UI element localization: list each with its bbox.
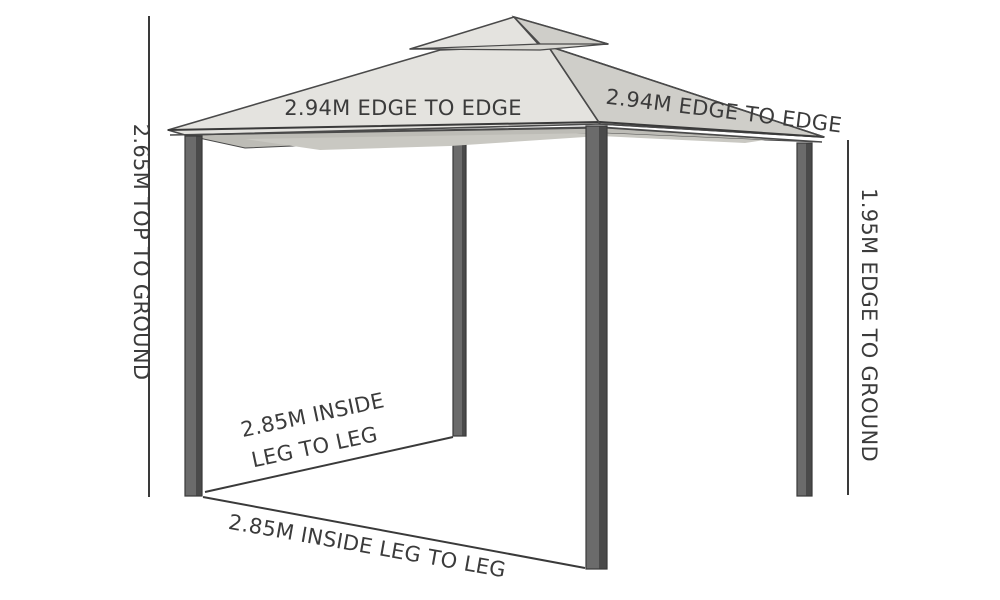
post-front-left xyxy=(184,135,203,497)
side-width-dimension-line xyxy=(204,436,454,493)
front-width-dimension-line xyxy=(202,496,586,569)
canopy-underside-front xyxy=(245,133,765,150)
post-front-right xyxy=(585,125,608,570)
label-edge-to-ground: 1.95M EDGE TO GROUND xyxy=(857,188,881,462)
post-back-left xyxy=(452,129,467,437)
label-edge-to-edge-front: 2.94M EDGE TO EDGE xyxy=(284,96,522,120)
label-top-to-ground: 2.65M TOP TO GROUND xyxy=(129,124,153,381)
roof-upper-tier xyxy=(409,15,609,51)
post-back-right xyxy=(796,142,813,497)
roof-lower-tier xyxy=(167,44,825,143)
